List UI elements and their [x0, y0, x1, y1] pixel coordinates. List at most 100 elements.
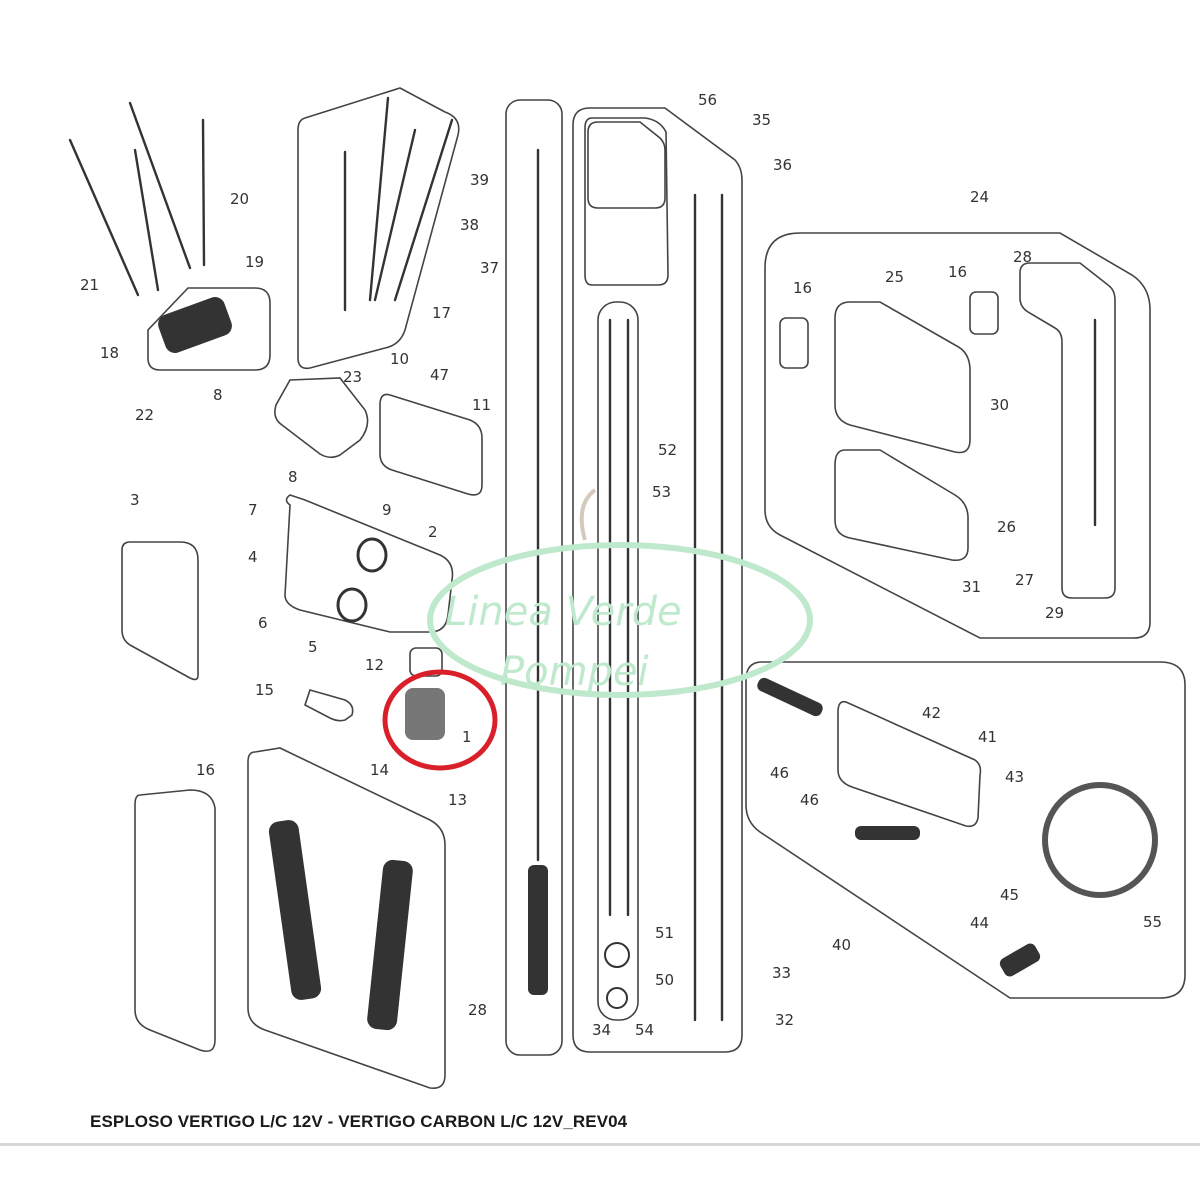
part-label-46-top: 46	[770, 764, 789, 782]
cable-coil-55	[1042, 782, 1158, 898]
part-label-50: 50	[655, 971, 674, 989]
part-label-4: 4	[248, 548, 258, 566]
part-label-5: 5	[308, 638, 318, 656]
part-label-29: 29	[1045, 604, 1064, 622]
group-35b-outline	[584, 117, 669, 286]
group-37-outline	[505, 99, 563, 1056]
part-label-43: 43	[1005, 768, 1024, 786]
part-label-24: 24	[970, 188, 989, 206]
part-label-25: 25	[885, 268, 904, 286]
part-label-27: 27	[1015, 571, 1034, 589]
bushing-50	[604, 942, 630, 968]
spring-37	[528, 865, 548, 995]
handle-13-right	[367, 859, 413, 1031]
group-33-outline	[572, 107, 743, 1053]
group-2-outline	[284, 494, 454, 633]
document-title: ESPLOSO VERTIGO L/C 12V - VERTIGO CARBON…	[90, 1112, 628, 1131]
highlight-circle	[382, 669, 498, 771]
linea-verde-watermark: Linea Verde Pompei	[427, 488, 813, 698]
group-41-outline	[837, 700, 982, 828]
part-label-18: 18	[100, 344, 119, 362]
part-label-36: 36	[773, 156, 792, 174]
part-label-32: 32	[775, 1011, 794, 1029]
clamp-46-b	[855, 826, 920, 840]
footer-divider	[0, 1143, 1200, 1146]
washer-54	[606, 987, 628, 1009]
part-label-44: 44	[970, 914, 989, 932]
part-label-21: 21	[80, 276, 99, 294]
part-label-28-top: 28	[1013, 248, 1032, 266]
part-label-26: 26	[997, 518, 1016, 536]
part-label-41: 41	[978, 728, 997, 746]
group-3-outline	[121, 541, 199, 681]
group-24-outline	[764, 232, 1151, 639]
part-label-8a: 8	[213, 386, 223, 404]
tree-logo-icon	[579, 488, 597, 541]
group-16-screws-outline	[134, 789, 216, 1053]
part-label-30: 30	[990, 396, 1009, 414]
part-label-10: 10	[390, 350, 409, 368]
part-label-53: 53	[652, 483, 671, 501]
watermark-swoosh	[427, 542, 813, 698]
part-label-47: 47	[430, 366, 449, 384]
group-16b-outline	[969, 291, 999, 335]
part-label-2: 2	[428, 523, 438, 541]
part-label-56: 56	[698, 91, 717, 109]
group-10-outline	[379, 393, 483, 496]
part-label-45: 45	[1000, 886, 1019, 904]
part-label-42: 42	[922, 704, 941, 722]
part-label-7: 7	[248, 501, 258, 519]
part-label-6: 6	[258, 614, 268, 632]
group-31-outline	[834, 449, 969, 562]
part-label-11: 11	[472, 396, 491, 414]
group-13-outline	[247, 747, 446, 1090]
watermark-line2: Pompei	[500, 649, 649, 695]
part-label-19: 19	[245, 253, 264, 271]
group-15-outline	[304, 689, 354, 722]
part-label-38: 38	[460, 216, 479, 234]
part-label-16-left: 16	[793, 279, 812, 297]
group-18-outline	[147, 287, 271, 371]
part-label-51: 51	[655, 924, 674, 942]
part-label-54: 54	[635, 1021, 654, 1039]
part-label-52: 52	[658, 441, 677, 459]
group-16a-outline	[779, 317, 809, 369]
group-25-outline	[834, 301, 971, 454]
group-23-outline	[274, 377, 369, 459]
part-label-55: 55	[1143, 913, 1162, 931]
part-label-1: 1	[462, 728, 472, 746]
part-label-16-screws: 16	[196, 761, 215, 779]
motor-1	[405, 688, 445, 740]
rod-20-b	[201, 118, 206, 267]
part-label-35: 35	[752, 111, 771, 129]
watermark-line1: Linea Verde	[445, 589, 682, 635]
handle-13-left	[268, 820, 322, 1000]
group-17-outline	[297, 87, 460, 370]
part-label-39: 39	[470, 171, 489, 189]
part-label-14: 14	[370, 761, 389, 779]
part-label-34: 34	[592, 1021, 611, 1039]
part-label-33: 33	[772, 964, 791, 982]
part-label-3: 3	[130, 491, 140, 509]
part-label-8b: 8	[288, 468, 298, 486]
rod-20-a	[128, 101, 192, 270]
part-label-46-middle: 46	[800, 791, 819, 809]
part-label-20: 20	[230, 190, 249, 208]
gear-9	[356, 537, 388, 573]
rod-21-a	[68, 138, 140, 297]
base-18	[158, 297, 232, 353]
part-label-31: 31	[962, 578, 981, 596]
part-label-9: 9	[382, 501, 392, 519]
part-label-15: 15	[255, 681, 274, 699]
part-label-17: 17	[432, 304, 451, 322]
part-label-22: 22	[135, 406, 154, 424]
part-label-28-bottom: 28	[468, 1001, 487, 1019]
rod-17-d	[393, 118, 454, 302]
rod-21-b	[133, 148, 160, 292]
part-label-12: 12	[365, 656, 384, 674]
group-27-outline	[1019, 262, 1116, 599]
part-label-23: 23	[343, 368, 362, 386]
gear-5	[336, 587, 368, 623]
group-35-outline	[587, 121, 666, 209]
part-label-37: 37	[480, 259, 499, 277]
